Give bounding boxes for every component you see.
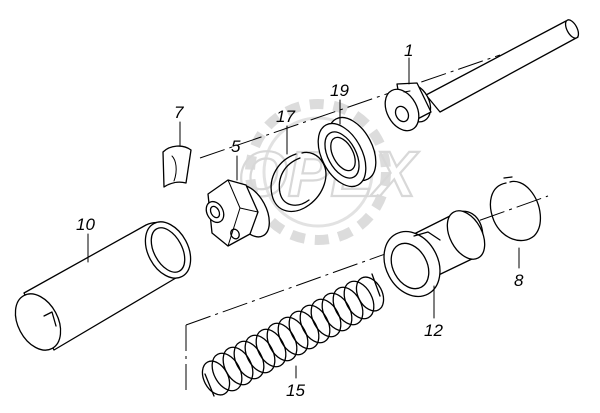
part-12-bushing <box>383 210 486 298</box>
callout-part-5: 5 <box>231 137 241 156</box>
part-10-sleeve <box>14 221 192 351</box>
callout-part-8: 8 <box>514 271 524 290</box>
callout-part-17: 17 <box>276 107 295 126</box>
callout-part-15: 15 <box>286 381 305 400</box>
callout-part-19: 19 <box>330 81 349 100</box>
part-1-rod <box>384 19 580 132</box>
callout-part-7: 7 <box>174 103 184 122</box>
part-19-bearing <box>317 116 377 188</box>
callout-part-12: 12 <box>424 321 443 340</box>
part-5-nut <box>205 179 270 247</box>
leader-lines <box>87 57 520 379</box>
callout-part-10: 10 <box>76 215 95 234</box>
part-15-spring <box>201 273 385 397</box>
part-17-snap-ring <box>270 151 327 213</box>
callout-labels: 1 19 17 7 5 10 8 12 15 <box>76 41 524 400</box>
callout-part-1: 1 <box>404 41 413 60</box>
part-8-ring-clip <box>489 176 541 242</box>
part-7-plate <box>162 145 192 188</box>
assembly-axis <box>185 54 549 392</box>
